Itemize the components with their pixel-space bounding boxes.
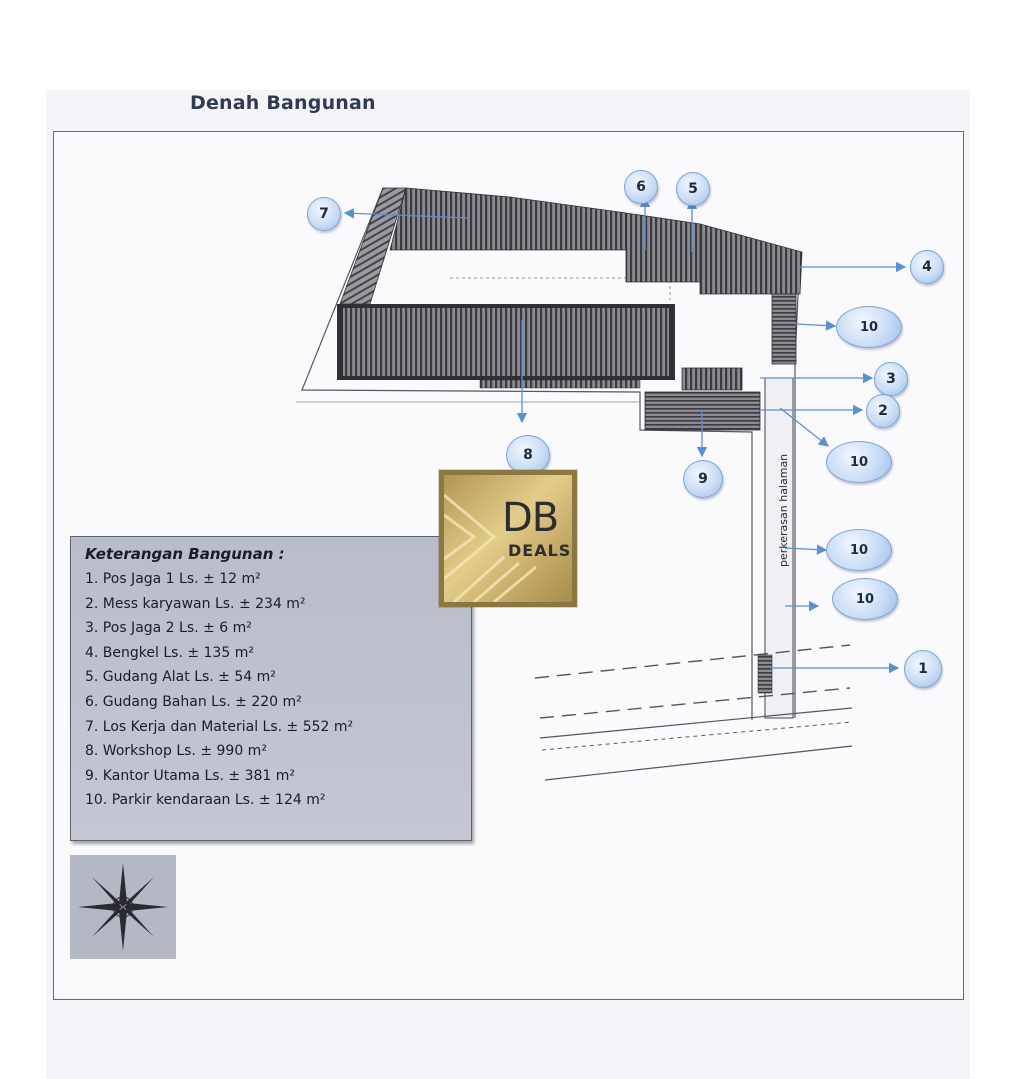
callout-2: 2	[866, 394, 900, 428]
callout-1: 1	[904, 650, 942, 688]
callout-10-b: 10	[826, 441, 892, 483]
callout-10-a: 10	[836, 306, 902, 348]
paving-label: perkerasan halaman	[777, 453, 790, 567]
callout-arrows	[343, 196, 907, 674]
page-title: Denah Bangunan	[190, 92, 376, 114]
legend-item: 10. Parkir kendaraan Ls. ± 124 m²	[85, 792, 326, 809]
callout-6: 6	[624, 170, 658, 204]
building-workshop	[337, 304, 675, 389]
legend-box: Keterangan Bangunan : 1. Pos Jaga 1 Ls. …	[70, 536, 472, 841]
legend-item: 4. Bengkel Ls. ± 135 m²	[85, 644, 254, 661]
legend-item: 7. Los Kerja dan Material Ls. ± 552 m²	[85, 718, 354, 735]
legend-item: 5. Gudang Alat Ls. ± 54 m²	[85, 669, 276, 686]
db-deals-logo: DB DEALS	[439, 470, 577, 607]
building-los-kerja	[339, 187, 511, 305]
callout-9: 9	[683, 460, 723, 498]
compass-rose-icon	[70, 855, 176, 959]
callout-4: 4	[910, 250, 944, 284]
callout-5: 5	[676, 172, 710, 206]
building-bengkel	[699, 223, 803, 295]
building-pos-jaga-2	[681, 367, 743, 391]
legend-item: 8. Workshop Ls. ± 990 m²	[85, 743, 267, 760]
callout-10-d: 10	[832, 578, 898, 620]
legend-item: 9. Kantor Utama Ls. ± 381 m²	[85, 767, 296, 784]
gate-pos-jaga-1	[757, 654, 773, 694]
callout-3: 3	[874, 362, 908, 396]
logo-db-text: DB	[502, 495, 559, 541]
legend-item: 6. Gudang Bahan Ls. ± 220 m²	[85, 693, 302, 710]
logo-deals-text: DEALS	[508, 541, 572, 560]
road	[534, 644, 853, 781]
building-gudang-alat	[625, 212, 701, 283]
legend-item: 3. Pos Jaga 2 Ls. ± 6 m²	[85, 620, 252, 637]
legend-item: 1. Pos Jaga 1 Ls. ± 12 m²	[85, 571, 261, 587]
legend-title: Keterangan Bangunan :	[85, 545, 285, 563]
callout-7: 7	[307, 197, 341, 231]
legend-item: 2. Mess karyawan Ls. ± 234 m²	[85, 595, 306, 612]
callout-10-c: 10	[826, 529, 892, 571]
bengkel-annex	[771, 293, 797, 365]
logo-background: DB DEALS	[444, 475, 572, 602]
building-gudang-bahan	[509, 196, 627, 251]
callout-8: 8	[506, 435, 550, 475]
